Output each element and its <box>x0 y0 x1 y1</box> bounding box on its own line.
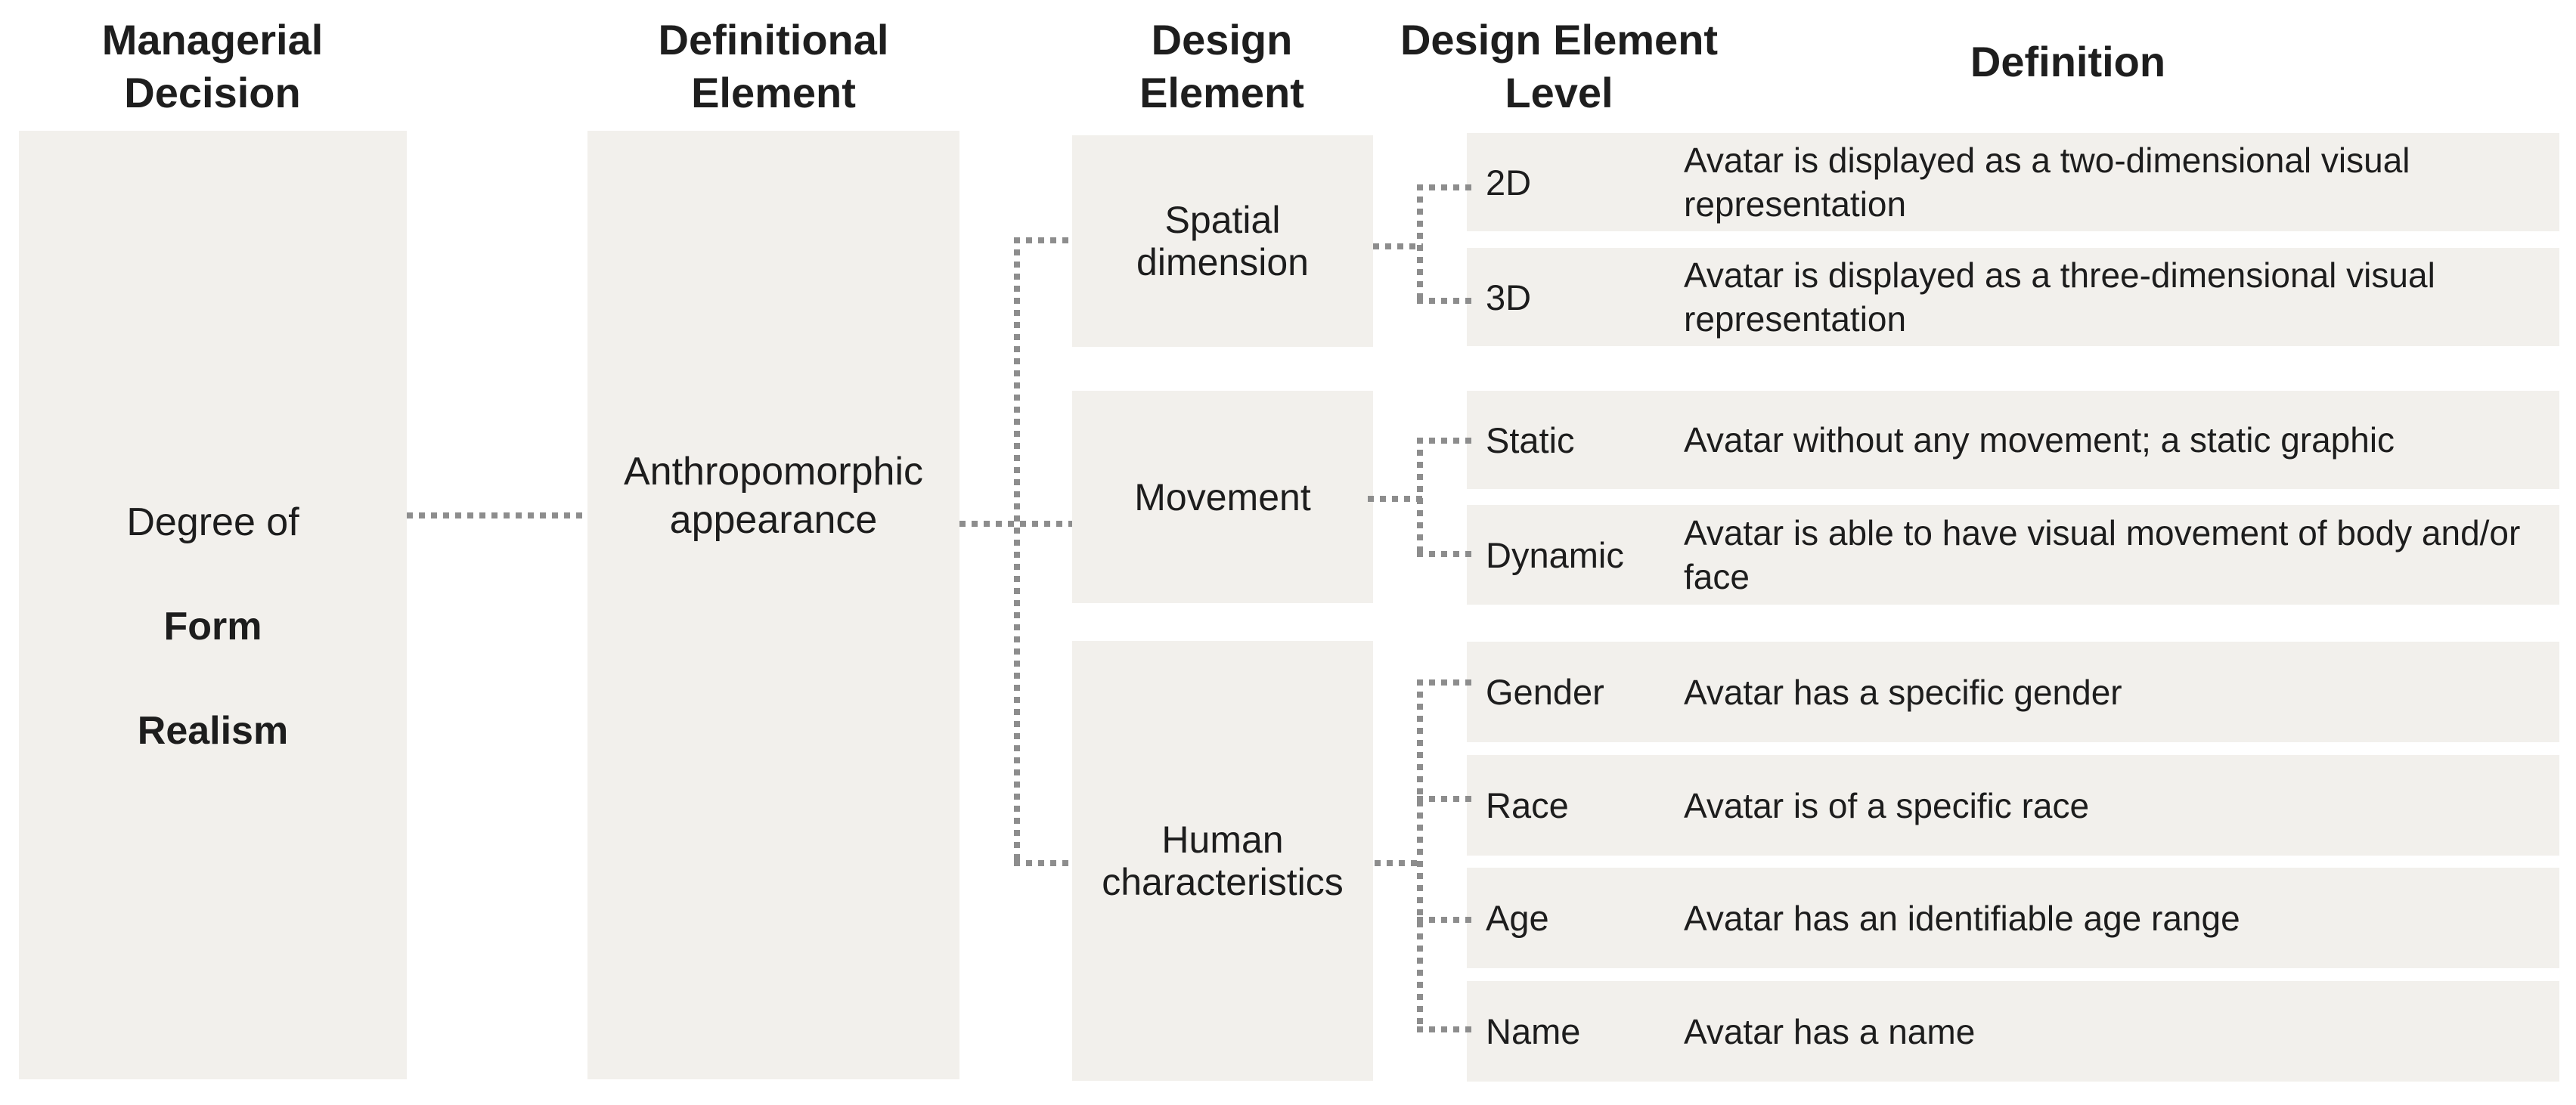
level-label: 3D <box>1486 277 1532 317</box>
design-element-human-characteristics-box: Human characteristics <box>1072 641 1373 1081</box>
dotted-connector-managerial-to-definitional <box>407 512 587 518</box>
design-element-movement-box: Movement <box>1072 391 1373 603</box>
definition-text: Avatar has a specific gender <box>1684 672 2122 712</box>
dotted-connector-to-dynamic <box>1417 551 1477 557</box>
definition-text: Avatar is displayed as a three-dimension… <box>1684 255 2435 339</box>
managerial-decision-line2: Form <box>163 605 262 648</box>
definition-text: Avatar without any movement; a static gr… <box>1684 420 2395 460</box>
column-header-design-element: Design Element <box>1139 16 1304 116</box>
column-header-definitional-element: Definitional Element <box>658 16 889 116</box>
managerial-decision-box <box>19 131 407 1079</box>
dotted-connector-to-static <box>1417 438 1473 444</box>
level-label: Gender <box>1486 672 1604 712</box>
dotted-connector-to-age <box>1417 917 1474 923</box>
table-row-2d: 2D Avatar is displayed as a two-dimensio… <box>1467 133 2559 231</box>
dotted-bracket-human <box>1417 679 1423 1032</box>
managerial-decision-label: Degree of Form Realism <box>19 444 407 757</box>
table-row-gender: Gender Avatar has a specific gender <box>1467 642 2559 742</box>
level-label: Name <box>1486 1011 1581 1051</box>
dotted-connector-to-race <box>1417 796 1474 802</box>
dotted-connector-central-spine <box>1014 237 1020 866</box>
level-label: 2D <box>1486 162 1532 203</box>
table-row-static: Static Avatar without any movement; a st… <box>1467 391 2559 489</box>
dotted-bracket-movement <box>1417 438 1423 557</box>
table-row-dynamic: Dynamic Avatar is able to have visual mo… <box>1467 505 2559 605</box>
dotted-connector-human-to-bracket <box>1375 860 1423 866</box>
column-header-managerial-decision: Managerial Decision <box>101 16 324 116</box>
level-label: Race <box>1486 785 1569 825</box>
dotted-bracket-spatial <box>1417 184 1423 304</box>
definition-text: Avatar is of a specific race <box>1684 785 2090 825</box>
table-row-3d: 3D Avatar is displayed as a three-dimens… <box>1467 248 2559 346</box>
column-header-definition: Definition <box>1970 38 2166 85</box>
managerial-decision-line3: Realism <box>137 709 289 753</box>
dotted-connector-spatial-to-bracket <box>1373 243 1423 249</box>
dotted-connector-to-gender <box>1417 679 1474 686</box>
dotted-connector-spine-to-spatial <box>1014 237 1072 243</box>
table-row-race: Race Avatar is of a specific race <box>1467 755 2559 856</box>
definition-text: Avatar is displayed as a two-dimensional… <box>1684 141 2410 224</box>
level-label: Age <box>1486 898 1549 938</box>
level-label: Static <box>1486 419 1575 460</box>
design-element-spatial-dimension-box: Spatial dimension <box>1072 135 1373 347</box>
managerial-decision-line1: Degree of <box>126 500 299 544</box>
dotted-connector-spine-to-human <box>1014 860 1072 866</box>
dotted-connector-to-2d <box>1417 184 1473 190</box>
level-label: Dynamic <box>1486 534 1624 575</box>
definition-text: Avatar is able to have visual movement o… <box>1684 513 2521 596</box>
dotted-connector-to-name <box>1417 1026 1474 1032</box>
dotted-connector-movement-to-bracket <box>1368 496 1423 502</box>
definitional-element-label: Anthropomorphic appearance <box>624 450 923 542</box>
definition-text: Avatar has an identifiable age range <box>1684 898 2240 938</box>
column-header-design-element-level: Design Element Level <box>1400 16 1719 116</box>
definitional-element-box <box>587 131 959 1079</box>
table-row-age: Age Avatar has an identifiable age range <box>1467 868 2559 968</box>
definition-text: Avatar has a name <box>1684 1011 1976 1051</box>
table-row-name: Name Avatar has a name <box>1467 981 2559 1082</box>
dotted-connector-to-3d <box>1417 298 1477 304</box>
